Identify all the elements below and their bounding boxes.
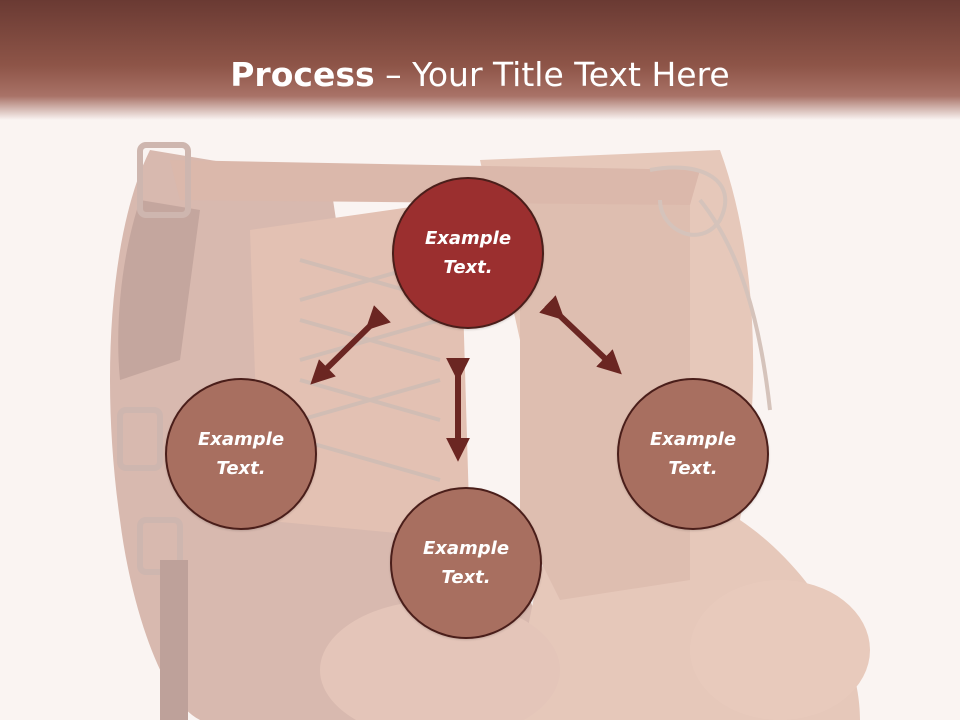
process-node-bottom[interactable]: Example Text. — [390, 487, 542, 639]
process-node-top[interactable]: Example Text. — [392, 177, 544, 329]
node-right-line1: Example — [649, 429, 737, 450]
node-bottom-line2: Text. — [441, 567, 491, 588]
node-left-line1: Example — [197, 429, 285, 450]
slide-title: Process – Your Title Text Here — [0, 50, 960, 100]
title-bar — [0, 0, 960, 120]
title-bold: Process — [230, 55, 375, 94]
node-top-line2: Text. — [443, 257, 493, 278]
node-bottom-line1: Example — [422, 538, 510, 559]
process-node-left[interactable]: Example Text. — [165, 378, 317, 530]
title-rest: – Your Title Text Here — [374, 55, 730, 94]
node-right-line2: Text. — [668, 458, 718, 479]
node-top-line1: Example — [424, 228, 512, 249]
node-left-line2: Text. — [216, 458, 266, 479]
process-node-right[interactable]: Example Text. — [617, 378, 769, 530]
